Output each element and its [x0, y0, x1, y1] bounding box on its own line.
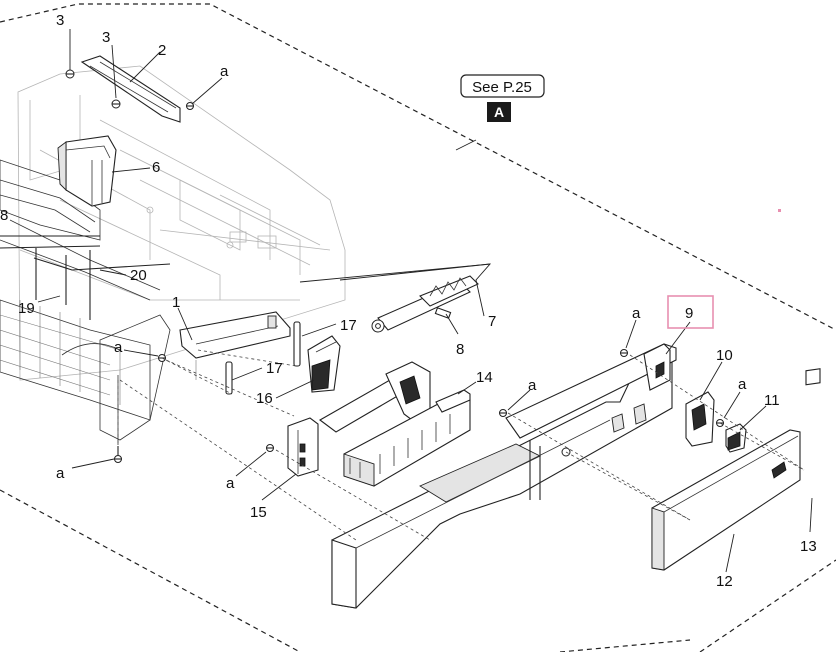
section-letter: A — [494, 104, 504, 120]
callout-a-11: a — [738, 376, 747, 393]
screw-a-14 — [499, 409, 507, 417]
part-2-bracket — [80, 55, 181, 123]
callout-19: 19 — [18, 300, 35, 317]
part-13-label — [805, 368, 821, 386]
callout-3a: 3 — [56, 12, 64, 29]
part-1-plate — [179, 311, 291, 380]
part-7-lever — [371, 275, 479, 333]
part-16-holder — [307, 335, 341, 393]
callout-17b: 17 — [266, 360, 283, 377]
part-17-pin-a — [293, 321, 301, 367]
callout-8: 8 — [456, 341, 464, 358]
callout-9: 9 — [685, 305, 693, 322]
part-11-knob — [725, 423, 747, 453]
see-reference-box — [460, 74, 545, 98]
part-8-spring — [434, 307, 452, 319]
part-10-bracket — [685, 391, 715, 447]
screw-3b — [111, 99, 121, 109]
section-letter-box — [487, 102, 511, 122]
part-20-bar — [33, 257, 171, 271]
callout-15: 15 — [250, 504, 267, 521]
part-12-front-cover — [651, 429, 801, 571]
callout-a-left: a — [56, 465, 65, 482]
callout-3b: 3 — [102, 29, 110, 46]
callout-1: 1 — [172, 294, 180, 311]
callout-a-mid: a — [114, 339, 123, 356]
callout-13: 13 — [800, 538, 817, 555]
callout-12: 12 — [716, 573, 733, 590]
part-6-guide — [57, 135, 117, 207]
callout-2: 2 — [158, 42, 166, 59]
screw-a-15 — [266, 444, 274, 452]
boundary-top — [0, 3, 836, 331]
callout-a-top: a — [220, 63, 229, 80]
leader-lines — [37, 29, 813, 573]
screw-3a — [65, 69, 75, 79]
callout-11: 11 — [764, 392, 780, 409]
part-9-latch — [643, 343, 671, 391]
cassette-body — [331, 343, 677, 609]
callout-17a: 17 — [340, 317, 357, 334]
callout-8-left: 8 — [0, 207, 8, 224]
callout-16: 16 — [256, 390, 273, 407]
boundary-bottom-right — [559, 639, 691, 652]
highlight-box-9 — [667, 295, 714, 329]
pink-marker — [778, 209, 781, 212]
part-14-frame — [319, 361, 471, 487]
alignment-lines — [119, 349, 805, 541]
screw-a-9 — [620, 349, 628, 357]
callout-20: 20 — [130, 267, 147, 284]
tray-frame — [0, 65, 346, 455]
callout-10: 10 — [716, 347, 733, 364]
callout-14: 14 — [476, 369, 493, 386]
part-15-bracket — [287, 417, 319, 477]
callout-a-15: a — [226, 475, 235, 492]
callout-6: 6 — [152, 159, 160, 176]
part-17-pin-b — [225, 361, 233, 395]
callout-7: 7 — [488, 313, 496, 330]
see-reference-label: See P.25 — [472, 79, 532, 96]
boundary-bottom — [0, 489, 301, 652]
boundary-right — [699, 559, 836, 652]
screw-a-top — [186, 102, 194, 110]
screw-a-left — [114, 446, 122, 463]
callout-a-9: a — [632, 305, 641, 322]
callout-a-14: a — [528, 377, 537, 394]
